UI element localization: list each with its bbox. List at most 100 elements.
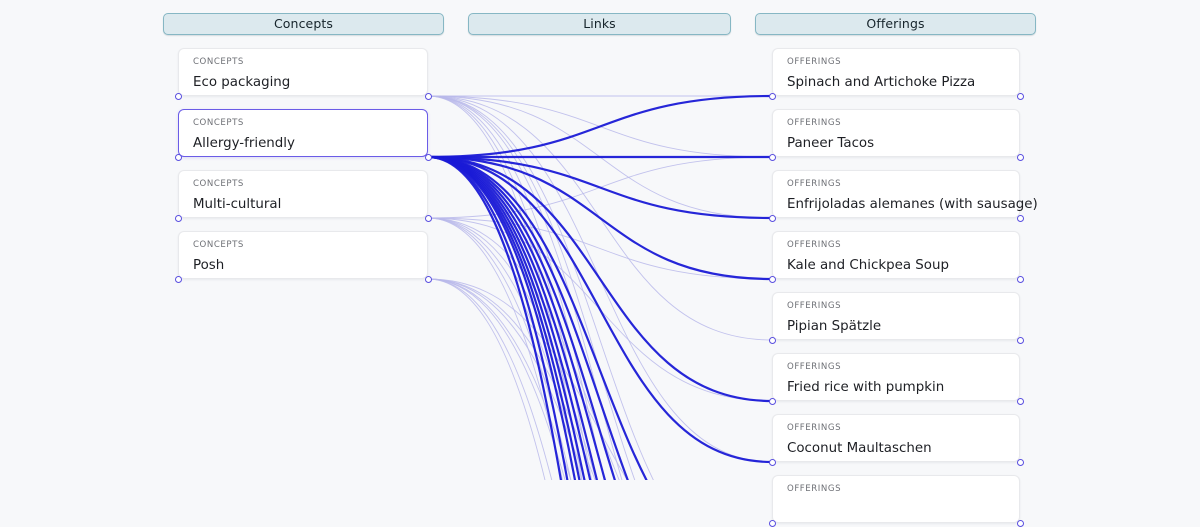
edge-muted bbox=[427, 278, 628, 480]
node-card[interactable]: OFFERINGS Paneer Tacos bbox=[772, 109, 1020, 157]
node-title: Kale and Chickpea Soup bbox=[787, 257, 949, 273]
node-port-right[interactable] bbox=[424, 275, 432, 283]
node-port-right[interactable] bbox=[1016, 275, 1024, 283]
edge-highlight bbox=[427, 155, 773, 464]
node-card[interactable]: OFFERINGS Enfrijoladas alemanes (with sau… bbox=[772, 170, 1038, 218]
edge-muted bbox=[427, 217, 563, 480]
edge-muted bbox=[427, 278, 596, 480]
node-title: Spinach and Artichoke Pizza bbox=[787, 74, 976, 90]
edge-highlight bbox=[427, 155, 773, 281]
edge-highlight bbox=[427, 155, 629, 480]
edge-muted bbox=[427, 217, 773, 402]
node-title: Fried rice with pumpkin bbox=[787, 379, 945, 395]
edge-highlight bbox=[427, 155, 773, 403]
node-kind-label: CONCEPTS bbox=[193, 179, 244, 189]
edge-highlight bbox=[427, 155, 569, 480]
node-port-right[interactable] bbox=[1016, 214, 1024, 222]
edge-highlight bbox=[427, 155, 773, 220]
edge-highlight bbox=[427, 155, 648, 480]
edge-highlight bbox=[427, 155, 592, 480]
edge-muted bbox=[427, 95, 654, 480]
edge-highlight bbox=[427, 155, 581, 480]
node-port-left[interactable] bbox=[768, 92, 776, 100]
node-card[interactable]: OFFERINGS Fried rice with pumpkin bbox=[772, 353, 1020, 401]
node-port-right[interactable] bbox=[1016, 458, 1024, 466]
node-title: Paneer Tacos bbox=[787, 135, 875, 151]
column-header-concepts[interactable]: Concepts bbox=[163, 13, 444, 35]
node-card[interactable]: CONCEPTS Multi-cultural bbox=[178, 170, 428, 218]
edge-highlight bbox=[427, 155, 607, 480]
node-port-left[interactable] bbox=[174, 214, 182, 222]
node-port-left[interactable] bbox=[768, 153, 776, 161]
edge-highlight bbox=[427, 155, 616, 480]
edge-muted bbox=[427, 95, 773, 463]
edge-muted bbox=[427, 95, 636, 480]
node-title: Pipian Spätzle bbox=[787, 318, 882, 334]
node-kind-label: OFFERINGS bbox=[787, 240, 842, 250]
node-port-left[interactable] bbox=[768, 336, 776, 344]
node-port-right[interactable] bbox=[1016, 153, 1024, 161]
node-card[interactable]: OFFERINGS Coconut Maultaschen bbox=[772, 414, 1020, 462]
node-port-left[interactable] bbox=[768, 519, 776, 527]
edge-highlight bbox=[427, 155, 577, 480]
node-kind-label: CONCEPTS bbox=[193, 118, 244, 128]
edge-muted bbox=[427, 217, 597, 480]
edge-muted bbox=[427, 278, 546, 480]
node-title: Eco packaging bbox=[193, 74, 291, 90]
node-kind-label: CONCEPTS bbox=[193, 57, 244, 67]
node-kind-label: OFFERINGS bbox=[787, 362, 842, 372]
node-title: Enfrijoladas alemanes (with sausage) bbox=[787, 196, 1038, 212]
node-card[interactable]: OFFERINGS bbox=[772, 475, 1020, 523]
node-port-right[interactable] bbox=[424, 153, 432, 161]
column-header-concepts-label: Concepts bbox=[273, 15, 333, 31]
node-title: Posh bbox=[193, 257, 225, 273]
node-port-right[interactable] bbox=[424, 214, 432, 222]
node-kind-label: OFFERINGS bbox=[787, 57, 842, 67]
node-port-left[interactable] bbox=[768, 397, 776, 405]
node-card[interactable]: OFFERINGS Spinach and Artichoke Pizza bbox=[772, 48, 1020, 96]
edge-muted bbox=[427, 278, 566, 480]
column-header-offerings[interactable]: Offerings bbox=[755, 13, 1036, 35]
edge-highlight bbox=[427, 94, 773, 159]
node-kind-label: OFFERINGS bbox=[787, 423, 842, 433]
node-card[interactable]: OFFERINGS Pipian Spätzle bbox=[772, 292, 1020, 340]
edge-muted bbox=[427, 156, 773, 219]
node-port-left[interactable] bbox=[174, 92, 182, 100]
node-kind-label: OFFERINGS bbox=[787, 484, 842, 494]
edge-muted bbox=[427, 95, 773, 219]
column-header-links-label: Links bbox=[583, 15, 616, 31]
edge-muted bbox=[427, 95, 773, 341]
node-port-right[interactable] bbox=[1016, 519, 1024, 527]
node-port-right[interactable] bbox=[424, 92, 432, 100]
edge-muted bbox=[427, 95, 773, 158]
node-port-right[interactable] bbox=[1016, 92, 1024, 100]
edge-muted bbox=[427, 217, 773, 280]
node-kind-label: OFFERINGS bbox=[787, 301, 842, 311]
node-port-left[interactable] bbox=[174, 275, 182, 283]
node-kind-label: OFFERINGS bbox=[787, 179, 842, 189]
edge-muted bbox=[427, 217, 583, 480]
node-card[interactable]: CONCEPTS Eco packaging bbox=[178, 48, 428, 96]
node-card[interactable]: CONCEPTS Allergy-friendly bbox=[178, 109, 428, 157]
edge-highlight bbox=[427, 155, 599, 480]
node-port-left[interactable] bbox=[768, 458, 776, 466]
node-port-right[interactable] bbox=[1016, 336, 1024, 344]
node-card[interactable]: OFFERINGS Kale and Chickpea Soup bbox=[772, 231, 1020, 279]
column-header-offerings-label: Offerings bbox=[866, 15, 925, 31]
edge-muted bbox=[427, 278, 572, 480]
node-port-left[interactable] bbox=[174, 153, 182, 161]
node-title: Allergy-friendly bbox=[193, 135, 295, 151]
node-port-left[interactable] bbox=[768, 214, 776, 222]
edge-muted bbox=[427, 278, 586, 480]
node-port-right[interactable] bbox=[1016, 397, 1024, 405]
edge-muted bbox=[427, 95, 593, 480]
node-port-left[interactable] bbox=[768, 275, 776, 283]
column-header-links[interactable]: Links bbox=[468, 13, 731, 35]
node-title: Coconut Maultaschen bbox=[787, 440, 932, 456]
node-kind-label: OFFERINGS bbox=[787, 118, 842, 128]
edge-muted bbox=[427, 95, 583, 480]
edge-muted bbox=[427, 95, 623, 480]
node-title: Multi-cultural bbox=[193, 196, 282, 212]
